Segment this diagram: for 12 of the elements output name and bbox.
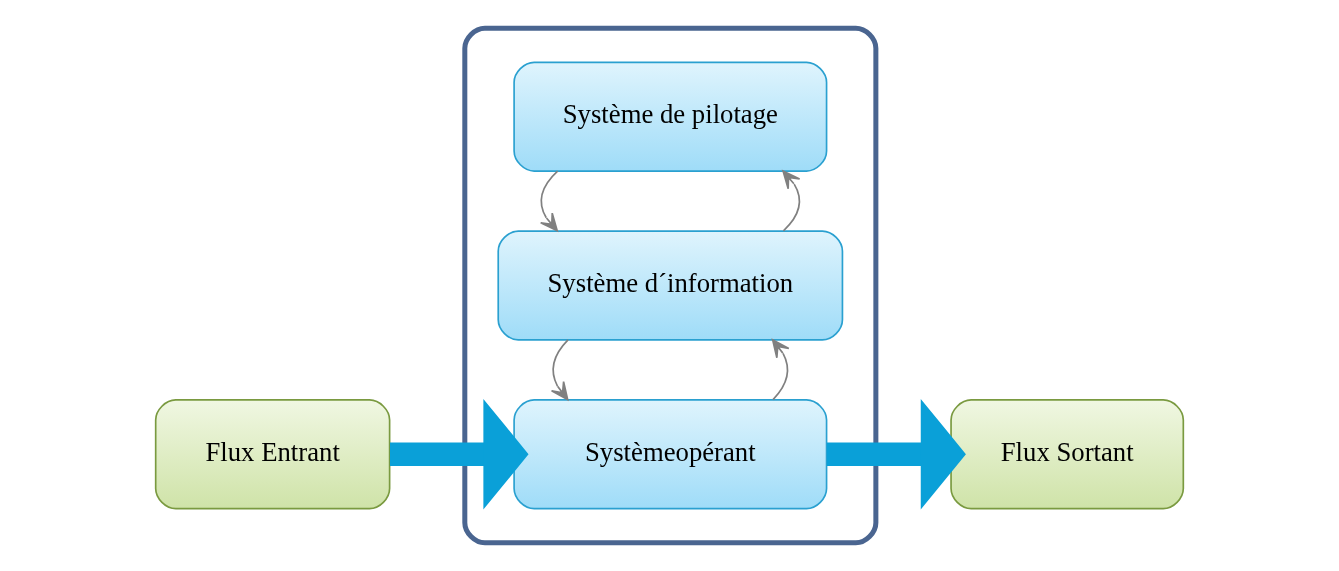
arrow	[550, 339, 569, 401]
node-box: Système de pilotage	[513, 61, 828, 172]
node-box: Flux Entrant	[154, 399, 391, 510]
node-box: Système d´information	[497, 230, 844, 341]
arrow	[771, 339, 790, 401]
cluster	[462, 25, 879, 546]
arrow	[826, 398, 966, 510]
node-box: Systèmeopérant	[513, 399, 828, 510]
arrow	[539, 170, 559, 232]
arrow	[389, 398, 529, 510]
arrow	[782, 170, 801, 232]
node-box: Flux Sortant	[950, 399, 1185, 510]
